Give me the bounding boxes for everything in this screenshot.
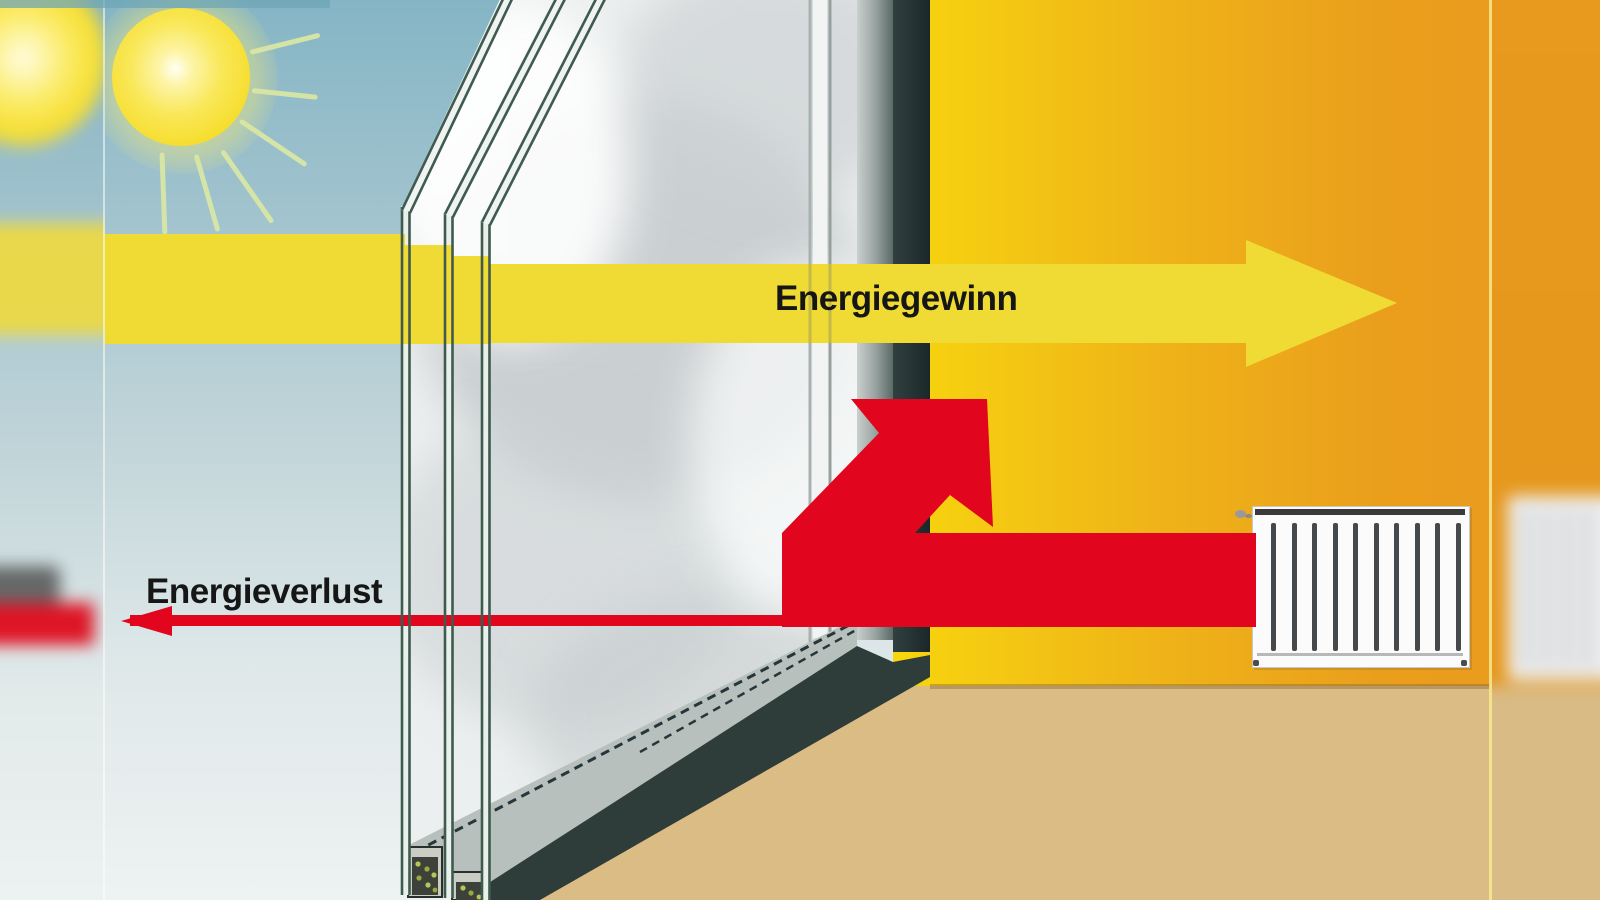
glass-pane-face [444, 212, 453, 898]
radiator-fin [1353, 523, 1358, 651]
blurred-radiator-fin [1564, 508, 1570, 668]
radiator-valve [1235, 510, 1246, 518]
radiator-foot [1253, 660, 1259, 666]
blurred-right-strip [1490, 0, 1600, 900]
pane-top-edges [400, 0, 606, 226]
radiator-fin [1435, 523, 1440, 651]
reflected-heat-arrow [782, 399, 1256, 627]
wall-floor-edge [930, 684, 1490, 689]
image-right-seam [1489, 0, 1492, 900]
radiator-fin [1455, 523, 1461, 651]
radiator-fin [1291, 523, 1297, 651]
pane-edges-through-band [808, 264, 832, 343]
blurred-left-strip [0, 0, 105, 900]
sill-top-face [403, 618, 857, 895]
blurred-floor [1490, 686, 1600, 900]
radiator-bottom-rail [1257, 653, 1463, 656]
top-edge-artifact [0, 0, 330, 8]
radiator-foot [1461, 660, 1467, 666]
radiator-top-rail [1255, 509, 1465, 515]
radiator-fin [1414, 523, 1420, 651]
glass-pane-face [481, 220, 490, 900]
radiator-fin [1271, 523, 1276, 651]
blurred-radiator-fin [1544, 508, 1550, 668]
blurred-gain-arrow [0, 223, 105, 335]
blurred-radiator-fin [1524, 508, 1530, 668]
energy-gain-arrow [103, 234, 1397, 367]
glass-pane-edges [400, 207, 491, 900]
energy-gain-label: Energiegewinn [775, 279, 1018, 318]
radiator-fin [1394, 523, 1399, 651]
blurred-radiator-fin [1584, 508, 1590, 668]
radiator [1252, 506, 1470, 668]
energy-loss-label: Energieverlust [146, 572, 383, 611]
blurred-sky [0, 0, 105, 900]
sun-icon [112, 8, 250, 146]
radiator-fin [1373, 523, 1379, 651]
image-left-seam [103, 0, 105, 900]
pane-spacer [407, 846, 443, 898]
blurred-loss-arrow [0, 603, 94, 645]
radiator-fin [1312, 523, 1317, 651]
radiator-fin [1332, 523, 1338, 651]
energy-loss-arrow [121, 606, 856, 636]
window-sill [470, 646, 930, 900]
blurred-loss-label [0, 566, 60, 606]
glass-pane-face [401, 206, 410, 895]
